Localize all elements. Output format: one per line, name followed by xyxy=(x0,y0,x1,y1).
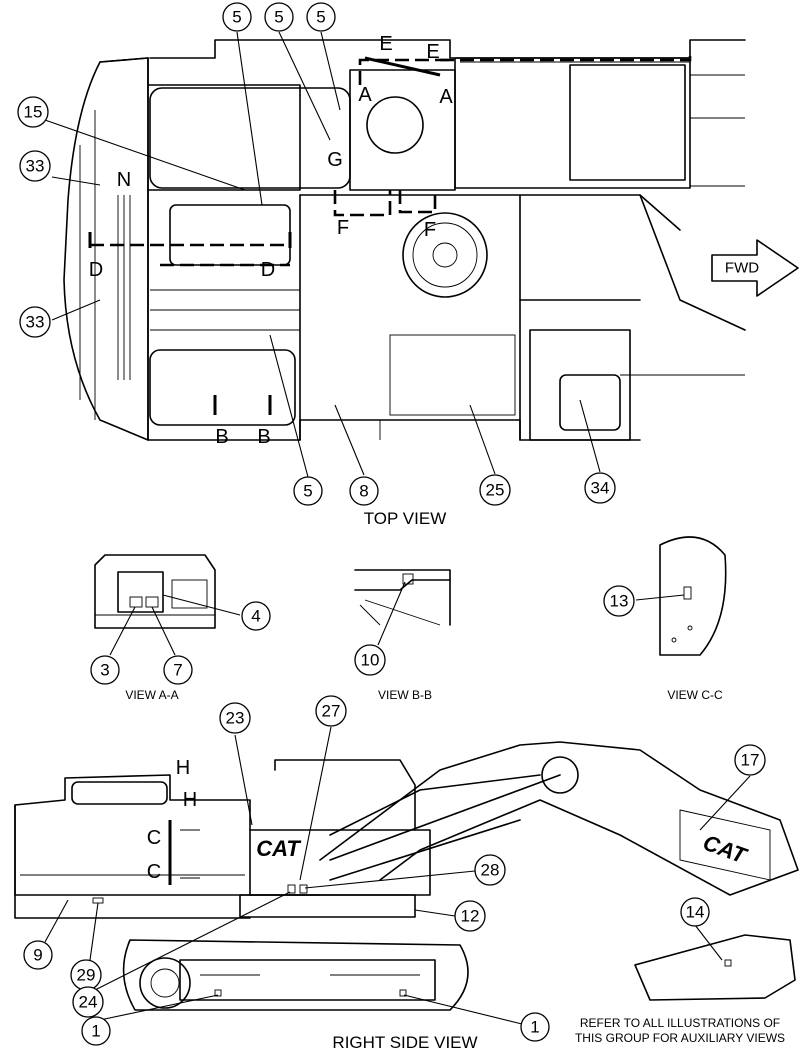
section-letter-a-2: A xyxy=(439,86,453,108)
svg-text:34: 34 xyxy=(591,479,610,498)
callout-12: 12 xyxy=(454,900,486,932)
forward-direction-label: FWD xyxy=(725,260,759,277)
forward-arrow-icon: FWD xyxy=(711,239,799,297)
callouts: 5 5 5 15 33 33 5 8 25 34 4 3 7 10 13 23 … xyxy=(17,2,766,1046)
callout-17: 17 xyxy=(734,744,766,776)
svg-text:5: 5 xyxy=(316,8,325,27)
svg-text:5: 5 xyxy=(274,8,283,27)
callout-24: 24 xyxy=(72,986,104,1018)
callout-34: 34 xyxy=(584,472,616,504)
callout-15: 15 xyxy=(17,96,49,128)
svg-text:5: 5 xyxy=(232,8,241,27)
view-aa-drawing xyxy=(94,554,241,656)
svg-text:27: 27 xyxy=(322,702,341,721)
section-letter-d-2: D xyxy=(261,259,275,281)
callout-4: 4 xyxy=(241,601,271,631)
svg-text:12: 12 xyxy=(461,907,480,926)
cat-logo-body: CAT xyxy=(256,836,301,861)
svg-text:1: 1 xyxy=(91,1022,100,1041)
svg-text:10: 10 xyxy=(361,651,380,670)
section-letter-c-1: C xyxy=(147,827,161,849)
view-cc-drawing xyxy=(635,536,727,656)
svg-text:4: 4 xyxy=(251,607,260,626)
callout-1-b: 1 xyxy=(520,1012,550,1042)
svg-text:17: 17 xyxy=(741,751,760,770)
side-view-section-letters: H H C C xyxy=(147,757,197,883)
cat-logo-stick: CAT xyxy=(700,830,751,869)
section-letter-h-1: H xyxy=(176,757,190,779)
section-letter-g: G xyxy=(327,149,343,171)
top-view-leaders xyxy=(44,31,601,478)
section-letter-h-2: H xyxy=(183,789,197,811)
callout-23: 23 xyxy=(219,702,251,734)
callout-29: 29 xyxy=(70,959,102,991)
callout-28: 28 xyxy=(474,854,506,886)
section-letter-n: N xyxy=(117,169,131,191)
callout-5-b: 5 xyxy=(264,2,294,32)
svg-text:1: 1 xyxy=(530,1018,539,1037)
section-letter-a-1: A xyxy=(358,84,372,106)
callout-27: 27 xyxy=(315,695,347,727)
svg-text:24: 24 xyxy=(79,993,98,1012)
section-letter-f-1: F xyxy=(337,217,349,239)
section-letter-d-1: D xyxy=(89,259,103,281)
svg-text:13: 13 xyxy=(610,592,629,611)
section-letter-b-1: B xyxy=(215,426,228,448)
callout-8: 8 xyxy=(349,476,379,506)
right-side-drawing xyxy=(14,726,799,1025)
top-view-section-letters: E E A A G N D D F F B B xyxy=(89,33,454,448)
section-letter-b-2: B xyxy=(257,426,270,448)
svg-text:28: 28 xyxy=(481,861,500,880)
top-view-drawing xyxy=(63,39,746,441)
svg-text:3: 3 xyxy=(100,661,109,680)
callout-33-b: 33 xyxy=(19,306,51,338)
view-cc-title: VIEW C-C xyxy=(667,688,723,702)
callout-14: 14 xyxy=(680,897,710,927)
svg-text:33: 33 xyxy=(26,157,45,176)
svg-text:25: 25 xyxy=(486,481,505,500)
callout-25: 25 xyxy=(479,474,511,506)
svg-text:8: 8 xyxy=(359,482,368,501)
callout-33-a: 33 xyxy=(19,150,51,182)
svg-text:15: 15 xyxy=(24,103,43,122)
svg-text:29: 29 xyxy=(77,966,96,985)
right-side-view-title: RIGHT SIDE VIEW xyxy=(332,1033,477,1052)
reference-note-line-2: THIS GROUP FOR AUXILIARY VIEWS xyxy=(575,1031,785,1045)
callout-5-c: 5 xyxy=(306,2,336,32)
callout-3: 3 xyxy=(90,655,120,685)
reference-note-line-1: REFER TO ALL ILLUSTRATIONS OF xyxy=(580,1016,780,1030)
top-view-title: TOP VIEW xyxy=(364,509,447,528)
callout-13: 13 xyxy=(603,585,635,617)
section-letter-e-2: E xyxy=(426,41,439,63)
section-letter-c-2: C xyxy=(147,861,161,883)
callout-9: 9 xyxy=(23,940,53,970)
callout-10: 10 xyxy=(354,644,386,676)
view-bb-title: VIEW B-B xyxy=(378,688,432,702)
svg-text:14: 14 xyxy=(686,903,705,922)
svg-text:7: 7 xyxy=(173,661,182,680)
svg-text:5: 5 xyxy=(303,482,312,501)
callout-5-d: 5 xyxy=(293,476,323,506)
callout-5-a: 5 xyxy=(222,2,252,32)
section-letter-e-1: E xyxy=(379,33,392,55)
callout-7: 7 xyxy=(163,655,193,685)
svg-text:9: 9 xyxy=(33,946,42,965)
svg-text:23: 23 xyxy=(226,709,245,728)
callout-1-a: 1 xyxy=(81,1016,111,1046)
svg-text:33: 33 xyxy=(26,313,45,332)
section-letter-f-2: F xyxy=(424,219,436,241)
view-bb-drawing xyxy=(354,569,451,646)
view-aa-title: VIEW A-A xyxy=(125,688,178,702)
